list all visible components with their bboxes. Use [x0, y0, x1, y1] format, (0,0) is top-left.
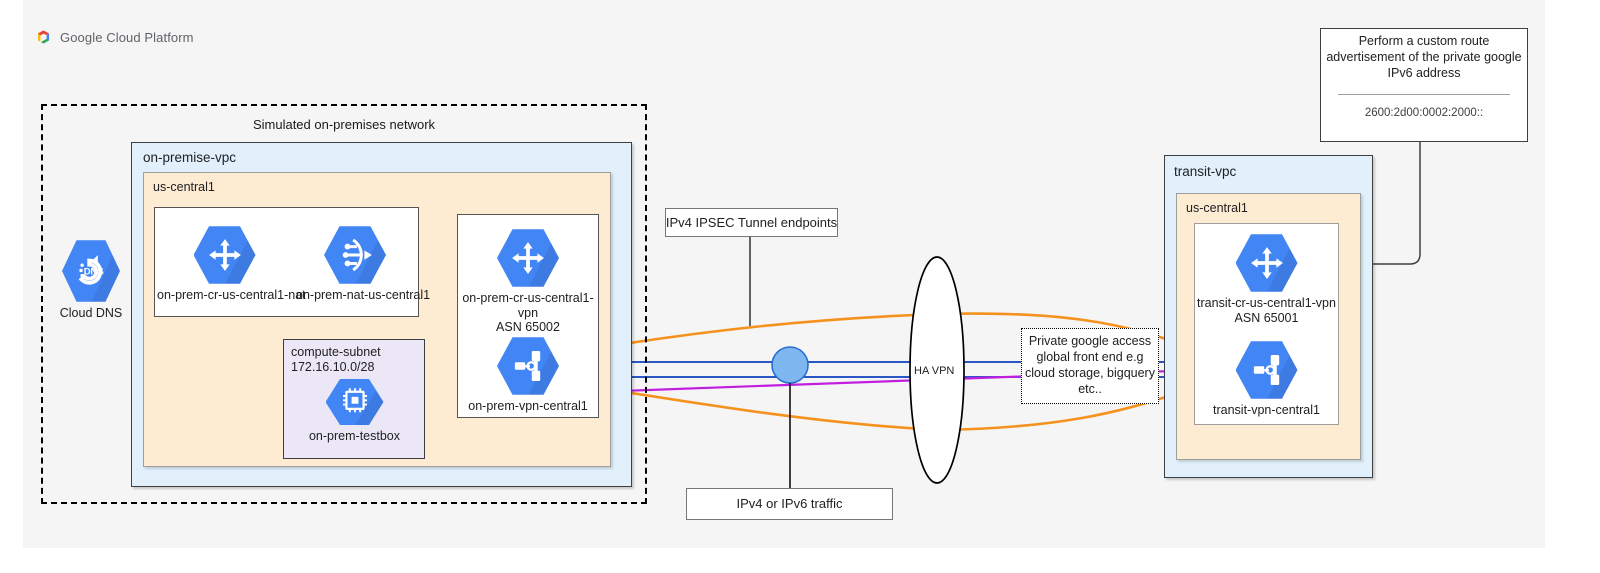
node-transit-vpn-central1-label: transit-vpn-central1 [1213, 403, 1320, 417]
node-on-prem-cr-us-central1-vpn[interactable]: on-prem-cr-us-central1-vpn ASN 65002 [457, 228, 599, 335]
node-cloud-dns-label: Cloud DNS [59, 306, 123, 320]
ha-vpn-label: HA VPN [913, 365, 956, 377]
custom-route-callout-title: Perform a custom route advertisement of … [1326, 34, 1522, 80]
node-on-prem-cr-us-central1-nat[interactable]: on-prem-cr-us-central1-nat [157, 225, 306, 303]
cloud-router-icon [193, 226, 256, 284]
private-google-access-label: Private google access global front end e… [1025, 334, 1155, 396]
onpremise-vpc-label: on-premise-vpc [143, 150, 237, 165]
cloud-router-icon [497, 229, 559, 287]
node-transit-vpn-central1[interactable]: transit-vpn-central1 [1194, 340, 1339, 418]
onprem-region-label: us-central1 [153, 180, 215, 194]
node-on-prem-cr-us-central1-nat-label: on-prem-cr-us-central1-nat [157, 288, 306, 302]
transit-vpc-label: transit-vpc [1174, 164, 1237, 179]
ipv4-ipv6-traffic-box [686, 488, 893, 520]
node-transit-cr-us-central1-vpn-asn: ASN 65001 [1234, 310, 1299, 325]
custom-route-callout [1320, 28, 1528, 142]
custom-route-callout-address: 2600:2d00:0002:2000:: [1364, 107, 1484, 119]
svg-text:DNS: DNS [84, 267, 104, 278]
cloud-vpn-icon [1235, 341, 1298, 399]
node-on-prem-vpn-central1-label: on-prem-vpn-central1 [468, 399, 588, 413]
gcp-brand-text: Google Cloud Platform [60, 30, 194, 45]
gcp-header: Google Cloud Platform [34, 28, 194, 47]
cloud-vpn-icon [497, 337, 559, 395]
cloud-dns-icon: DNS [62, 240, 120, 302]
ipsec-tunnel-endpoints-box [665, 208, 838, 237]
compute-subnet-name: compute-subnet [291, 345, 381, 359]
simulated-onpremises-network-label: Simulated on-premises network [252, 117, 436, 132]
node-cloud-dns[interactable]: DNS Cloud DNS [55, 239, 127, 321]
node-on-prem-nat-us-central1-label: on-prem-nat-us-central1 [296, 288, 431, 302]
node-on-prem-cr-us-central1-vpn-label: on-prem-cr-us-central1-vpn [462, 291, 594, 320]
transit-region-label: us-central1 [1186, 201, 1248, 215]
ipsec-tunnel-endpoints-label: IPv4 IPSEC Tunnel endpoints [665, 215, 838, 230]
node-transit-cr-us-central1-vpn-label: transit-cr-us-central1-vpn [1197, 296, 1336, 310]
simulated-onpremises-network [41, 104, 647, 504]
custom-route-callout-divider [1338, 94, 1510, 95]
compute-engine-icon [325, 378, 384, 426]
compute-subnet-cidr: 172.16.10.0/28 [291, 360, 375, 374]
node-on-prem-testbox-label: on-prem-testbox [308, 429, 400, 443]
google-cloud-logo-icon [34, 28, 53, 47]
ipv4-ipv6-traffic-label: IPv4 or IPv6 traffic [736, 496, 843, 511]
node-on-prem-vpn-central1[interactable]: on-prem-vpn-central1 [457, 336, 599, 414]
node-on-prem-testbox[interactable]: on-prem-testbox [308, 378, 401, 444]
node-transit-cr-us-central1-vpn[interactable]: transit-cr-us-central1-vpn ASN 65001 [1194, 233, 1339, 325]
private-google-access-box [1021, 328, 1159, 404]
cloud-nat-icon [324, 226, 386, 284]
node-on-prem-cr-us-central1-vpn-asn: ASN 65002 [496, 320, 560, 334]
cloud-router-icon [1235, 234, 1298, 292]
node-on-prem-nat-us-central1[interactable]: on-prem-nat-us-central1 [296, 225, 431, 303]
